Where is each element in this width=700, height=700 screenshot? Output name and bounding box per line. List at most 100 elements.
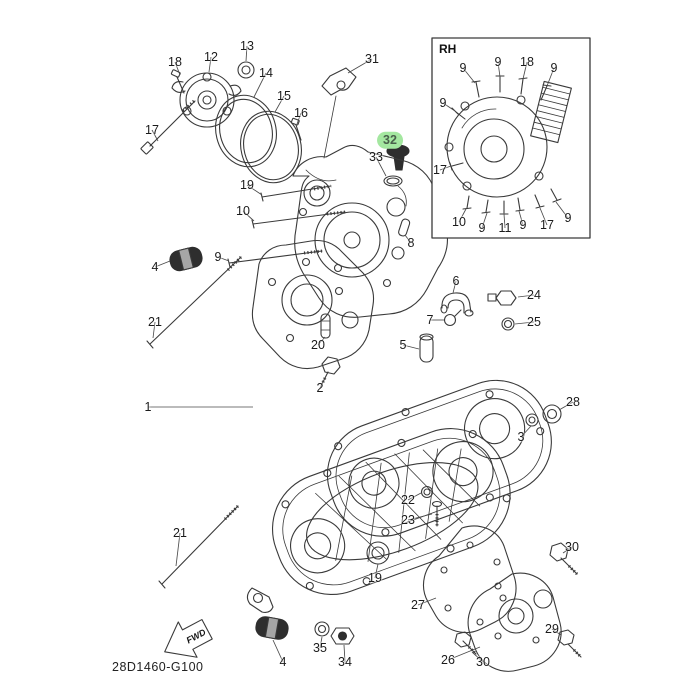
leader-line (253, 72, 267, 98)
part-label-18: 18 (168, 54, 182, 69)
part-label-12: 12 (204, 49, 218, 64)
leader-line (520, 425, 532, 438)
leader-line (402, 344, 420, 350)
part-label-9: 9 (439, 95, 447, 110)
seal-13-art (237, 61, 255, 79)
oring-33-art (383, 175, 403, 187)
leader-line (546, 67, 555, 87)
leader-line (245, 45, 248, 62)
part-label-10: 10 (452, 214, 466, 229)
part-label-4: 4 (279, 654, 287, 669)
dowel-8-art (398, 218, 411, 237)
part-label-13: 13 (240, 38, 254, 53)
leader-line (439, 165, 452, 171)
part-label-6: 6 (452, 273, 460, 288)
gasket-27-art (423, 525, 517, 634)
bolt-30-right-art (549, 542, 579, 576)
leader-line (517, 294, 535, 298)
leader-line (374, 563, 379, 579)
part-label-9: 9 (550, 60, 558, 75)
part-label-16: 16 (294, 105, 308, 120)
part-label-30: 30 (565, 539, 579, 554)
leader-line (497, 61, 501, 78)
bushing-28-art (542, 404, 562, 424)
part-label-3: 3 (517, 429, 525, 444)
leader-line (343, 644, 346, 663)
part-label-5: 5 (399, 337, 407, 352)
part-label-15: 15 (277, 88, 291, 103)
bolt-16-art (290, 117, 302, 141)
pin-20-art (320, 313, 331, 339)
leader-line (246, 184, 263, 196)
part-label-9: 9 (459, 60, 467, 75)
part-label-28: 28 (566, 394, 580, 409)
inset-bolts-art (449, 75, 562, 215)
part-label-19: 19 (368, 570, 382, 585)
cover-26-art (467, 572, 562, 672)
part-label-30: 30 (476, 654, 490, 669)
washer-35-art (314, 621, 330, 637)
part-label-27: 27 (411, 597, 425, 612)
leader-line (562, 546, 573, 554)
leader-line (447, 646, 481, 661)
leader-line (442, 102, 456, 112)
leader-line (551, 628, 562, 636)
ribbed-cover-art (271, 428, 511, 596)
leader-line (452, 280, 457, 294)
fins-art (530, 80, 572, 144)
part-label-21: 21 (148, 314, 162, 329)
part-label-31: 31 (365, 51, 379, 66)
leader-line (407, 513, 433, 521)
inner-cover-art (326, 379, 552, 537)
inset-title: RH (439, 42, 457, 56)
part-label-14: 14 (259, 65, 273, 80)
part-label-9: 9 (564, 210, 572, 225)
washer-22-art (420, 485, 434, 499)
part-label-29: 29 (545, 621, 559, 636)
part-label-21: 21 (173, 525, 187, 540)
bolt-18-art (170, 69, 185, 94)
screw-23-art (431, 500, 443, 527)
leader-line (217, 256, 230, 262)
leader-line (274, 95, 285, 113)
leader-line (458, 208, 467, 223)
stud-21-upper-art (146, 255, 243, 349)
crankcase-left-art (251, 239, 375, 370)
bolt-30-bottom-art (454, 631, 478, 656)
leader-line (174, 61, 181, 76)
part-label-34: 34 (338, 654, 352, 669)
bracket-31-art (321, 67, 357, 159)
part-label-10: 10 (236, 203, 250, 218)
gasket-rings-art (215, 94, 302, 184)
part-label-9: 9 (214, 249, 222, 264)
inset-box-art (431, 37, 591, 239)
leader-line (558, 401, 574, 411)
part-label-25: 25 (527, 314, 541, 329)
part-label-17: 17 (433, 162, 447, 177)
leader-line (347, 58, 373, 74)
part-label-35: 35 (313, 640, 327, 655)
leader-line (375, 156, 387, 177)
part-label-9: 9 (494, 54, 502, 69)
part-label-17: 17 (540, 217, 554, 232)
oring-25-art (501, 317, 515, 331)
part-label-11: 11 (498, 220, 512, 235)
damper-4-art (169, 246, 203, 272)
part-label-20: 20 (311, 337, 325, 352)
part-label-32: 32 (377, 131, 403, 149)
part-label-9: 9 (478, 220, 486, 235)
leader-line (503, 213, 506, 229)
part-label-19: 19 (240, 177, 254, 192)
part-label-9: 9 (519, 217, 527, 232)
diagram-code: 28D1460-G100 (112, 660, 204, 674)
leader-line (518, 210, 524, 226)
plug-24-art (487, 290, 517, 306)
fwd-arrow-icon: FWD (164, 619, 213, 658)
part-label-24: 24 (527, 287, 541, 302)
leader-line (317, 336, 326, 346)
leader-line (404, 234, 412, 244)
part-label-18: 18 (520, 54, 534, 69)
leader-line (175, 532, 181, 567)
